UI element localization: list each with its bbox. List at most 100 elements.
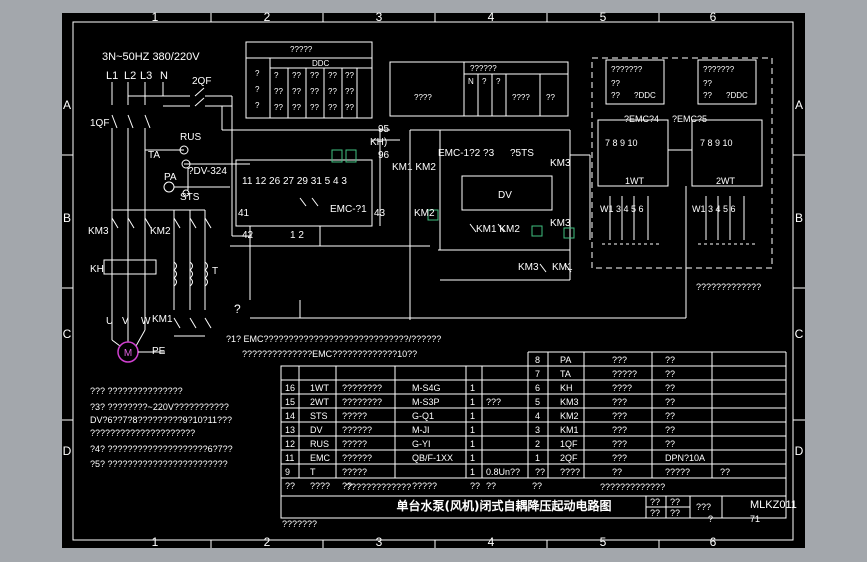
label-t: T [212,266,218,277]
svg-text:??: ?? [274,87,283,96]
svg-text:KM1 KM2: KM1 KM2 [392,162,436,173]
left-note-5: ?4? ????????????????????6?7?? [90,444,233,454]
col-label-bot-3: 3 [376,535,383,549]
bom-left-r0-c2: ???????? [342,383,382,393]
bom-right-r0-c0: 8 [535,355,540,365]
label-pa: PA [164,172,177,183]
ddc-header: ????? [290,45,313,54]
svg-text:??: ?? [292,71,301,80]
bom-right-r3-c2: ??? [612,397,627,407]
bom-right-r7-c3: DPN?10A [665,453,705,463]
label-5ts: ?5TS [510,148,534,159]
label-km1: KM1 [152,314,173,325]
bom-footer-left: ????????????? [346,482,411,492]
bom-left-r2-c0: 14 [285,411,295,421]
bom-left-r0-c3: M-S4G [412,383,441,393]
svg-text:KM3: KM3 [550,158,571,169]
motor-label: M [124,348,132,359]
label-2wt: 2WT [716,176,736,186]
row-label-right-a: A [795,98,803,112]
svg-text:??: ?? [292,103,301,112]
phase-n: N [160,70,168,82]
bom-right-r4-c3: ?? [665,411,675,421]
svg-text:KM3: KM3 [518,262,539,273]
svg-text:??: ?? [310,87,319,96]
bom-right-r5-c3: ?? [665,425,675,435]
control-circuit [222,128,686,320]
svg-text:??: ?? [345,71,354,80]
bom-left-r7-c2: ?? [342,481,352,491]
bom-right-r2-c3: ?? [665,383,675,393]
bom-right-r6-c2: ??? [612,439,627,449]
bom-left-r1-c0: 15 [285,397,295,407]
bom-right-r2-c1: KH [560,383,573,393]
bom-left-r1-c2: ???????? [342,397,382,407]
note-1: ?1? EMC?????????????????????????????/???… [226,334,441,344]
bom-left-r4-c1: RUS [310,439,329,449]
label-emc4: ?EMC?4 [624,114,659,124]
svg-text:?: ? [274,71,279,80]
bom-left-r6-c4: 1 [470,467,475,477]
svg-text:??: ?? [328,87,337,96]
svg-text:??: ?? [611,79,620,88]
supply-spec: 3N~50HZ 380/220V [102,51,200,63]
label-km2: KM2 [150,226,171,237]
svg-text:??: ?? [703,91,712,100]
ddc-small-2: ?DDC [726,91,748,100]
col-label-top-6: 6 [710,10,717,24]
row-label-left-b: B [63,211,71,225]
svg-text:????: ???? [512,93,530,102]
bom-left-r5-c4: 1 [470,453,475,463]
svg-text:??: ?? [310,103,319,112]
col-label-top-4: 4 [488,10,495,24]
svg-text:W1 3 4 5 6: W1 3 4 5 6 [600,204,644,214]
label-kh-top: KH) [370,137,387,148]
svg-text:N: N [468,77,474,86]
frame-ticks [62,13,805,548]
floating-mark: ? [234,302,241,316]
svg-text:??: ?? [274,103,283,112]
svg-text:??: ?? [650,508,660,518]
svg-text:?: ? [496,77,501,86]
row-label-right-d: D [795,444,804,458]
svg-text:?: ? [255,101,260,110]
svg-text:??: ?? [292,87,301,96]
bottom-left-code: ??????? [282,519,317,529]
bom-left-r7-c5: ?? [486,481,496,491]
svg-text:W: W [141,316,151,327]
label-41: 41 [238,208,250,219]
bom-left-r5-c0: 11 [285,453,294,463]
bom-left-r5-c2: ?????? [342,453,372,463]
bom-right-r8-c0: ?? [535,467,545,477]
row-label-right-c: C [795,327,804,341]
bom-right-r4-c1: KM2 [560,411,579,421]
col-label-bot-1: 1 [152,535,159,549]
bom-left-r3-c4: 1 [470,425,475,435]
svg-text:??: ?? [670,508,680,518]
label-emc2: EMC-1?2 ?3 [438,148,495,159]
bom-right-r0-c1: PA [560,355,571,365]
bom-right-r7-c0: 1 [535,453,540,463]
bom-left-r3-c0: 13 [285,425,295,435]
drawing-title: 单台水泵(风机)闭式自耦降压起动电路图 [397,498,612,513]
bom-right-r7-c2: ??? [612,453,627,463]
status-table [389,61,569,117]
bom-left-r1-c1: 2WT [310,397,330,407]
label-rus: RUS [180,132,201,143]
svg-text:U: U [106,316,113,327]
row-label-right-b: B [795,211,803,225]
row-label-left-a: A [63,98,71,112]
label-ta: TA [148,150,160,161]
bom-right-r8-c2: ?? [612,467,622,477]
col-label-top-3: 3 [376,10,383,24]
row-label-left-d: D [63,444,72,458]
bom-left-r7-c0: ?? [285,481,295,491]
label-42: 42 [242,230,254,241]
bom-right-r3-c0: 5 [535,397,540,407]
level-control-enclosure [591,57,773,318]
phase-l1: L1 [106,70,118,82]
svg-text:1 2: 1 2 [290,230,304,241]
